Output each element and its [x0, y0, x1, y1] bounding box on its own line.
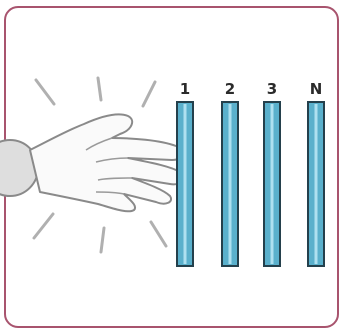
hand-icon — [0, 113, 185, 213]
ray-top-right — [141, 80, 157, 108]
ray-bottom-right — [149, 220, 168, 248]
palm — [29, 113, 185, 213]
finger-line-3 — [97, 177, 133, 181]
ray-bottom — [99, 226, 106, 254]
bar-group: 1 2 3 N — [176, 80, 325, 267]
finger-line-4 — [95, 191, 125, 195]
ray-top — [96, 76, 103, 102]
bar-label-n: N — [310, 80, 323, 98]
ray-top-left — [34, 78, 56, 106]
bar-label-2: 2 — [225, 80, 235, 98]
ray-bottom-left — [32, 212, 55, 240]
bar-label-3: 3 — [267, 80, 277, 98]
finger-line-2 — [95, 157, 129, 163]
bar-label-1: 1 — [180, 80, 190, 98]
light-rays-icon — [32, 76, 168, 254]
finger-line-1 — [85, 137, 113, 151]
